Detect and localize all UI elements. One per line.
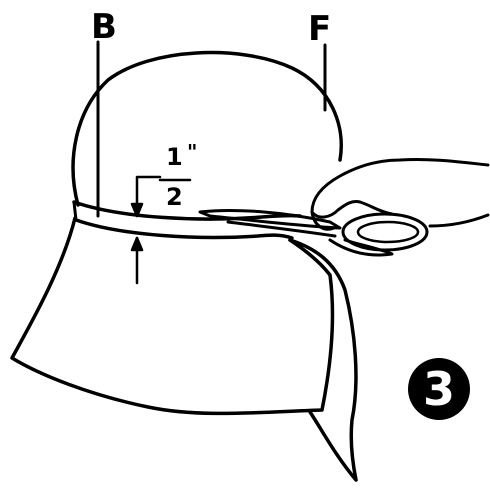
hand <box>310 157 490 231</box>
measurement-numerator: 1 <box>166 143 183 171</box>
measure-arrow-top <box>130 202 144 218</box>
hat-fabric <box>10 216 335 416</box>
scissors-blade-lower <box>226 220 337 238</box>
brim-band-end <box>72 200 78 222</box>
brim-band-lower <box>74 218 294 240</box>
scissors-handle-ring-inner <box>356 220 420 244</box>
back-marker-label: B <box>91 7 117 47</box>
measurement-denominator: 2 <box>166 183 183 211</box>
step-number: 3 <box>422 362 455 416</box>
head-form <box>71 50 343 207</box>
step-badge: 3 <box>408 358 470 420</box>
fabric-flap <box>288 238 358 482</box>
brim-band <box>72 200 302 221</box>
measurement-inch-mark: " <box>187 140 198 164</box>
scissors-lower-handle <box>328 238 394 257</box>
front-marker-label: F <box>308 9 332 49</box>
measure-arrow-bottom <box>130 236 144 252</box>
scissors-blade-upper <box>198 208 342 230</box>
